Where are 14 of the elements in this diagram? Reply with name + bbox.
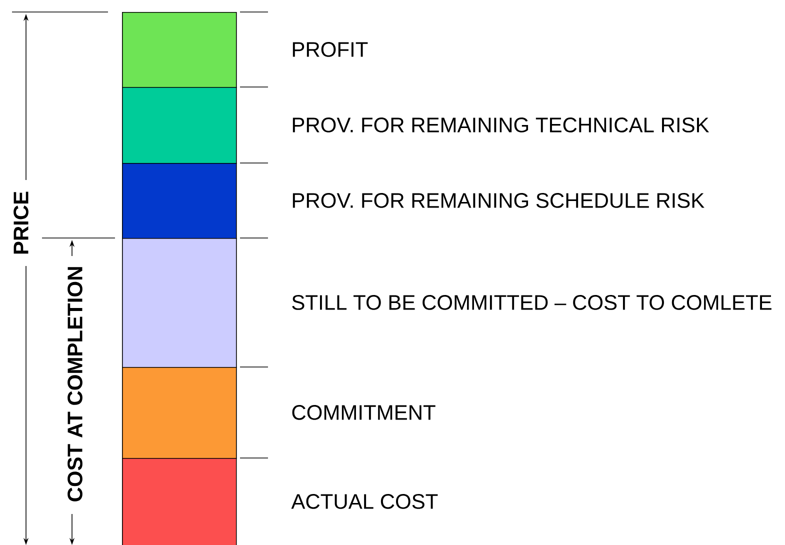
bar-segment [122, 162, 237, 239]
bar-segment [122, 458, 237, 545]
bar-segment [122, 12, 237, 88]
dimension-label: COST AT COMPLETION [68, 267, 82, 502]
bar-segment [122, 86, 237, 164]
bar-segment [122, 366, 237, 459]
segment-label: COMMITMENT [292, 405, 436, 420]
segment-label: STILL TO BE COMMITTED – COST TO COMLETE [292, 295, 772, 310]
bar-segment [122, 238, 237, 368]
segment-label: PROV. FOR REMAINING TECHNICAL RISK [292, 118, 710, 132]
segment-label: PROFIT [292, 42, 368, 57]
segment-label: ACTUAL COST [291, 494, 438, 509]
segment-label: PROV. FOR REMAINING SCHEDULE RISK [292, 193, 704, 208]
dimension-label: PRICE [14, 192, 28, 254]
